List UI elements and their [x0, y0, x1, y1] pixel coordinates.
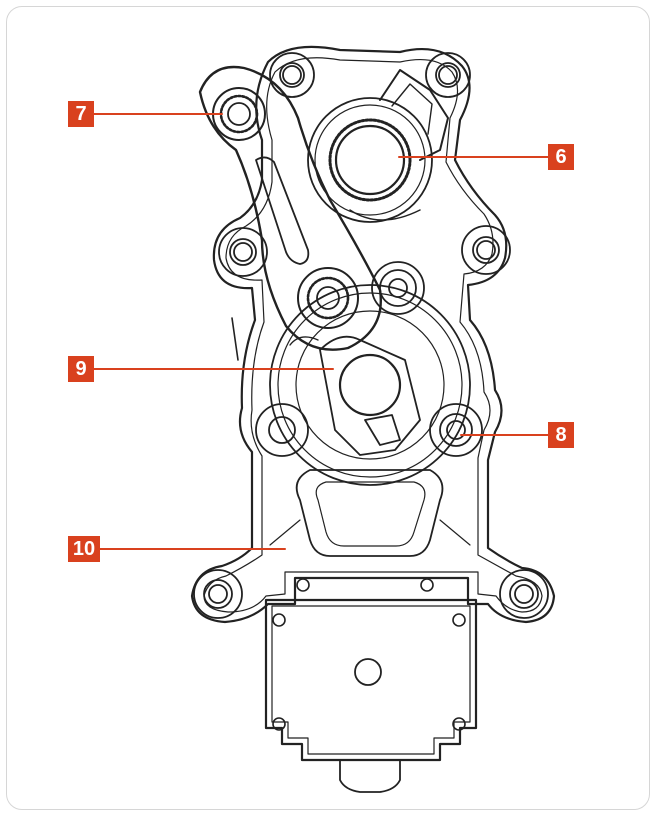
lower-cavity [231, 317, 471, 557]
idler-gear [371, 261, 425, 315]
callout-6: 6 [548, 144, 574, 170]
lever-arm [198, 65, 382, 351]
callout-9: 9 [68, 356, 94, 382]
callout-8: 8 [548, 422, 574, 448]
figure-frame [6, 6, 650, 810]
housing [190, 45, 556, 624]
central-gear [269, 284, 471, 486]
leader-lines [93, 113, 549, 550]
callout-10: 10 [68, 536, 100, 562]
mounting-holes [193, 52, 549, 619]
callout-7: 7 [68, 101, 94, 127]
upper-output-gear [307, 69, 449, 223]
stepper-motor [264, 578, 478, 793]
